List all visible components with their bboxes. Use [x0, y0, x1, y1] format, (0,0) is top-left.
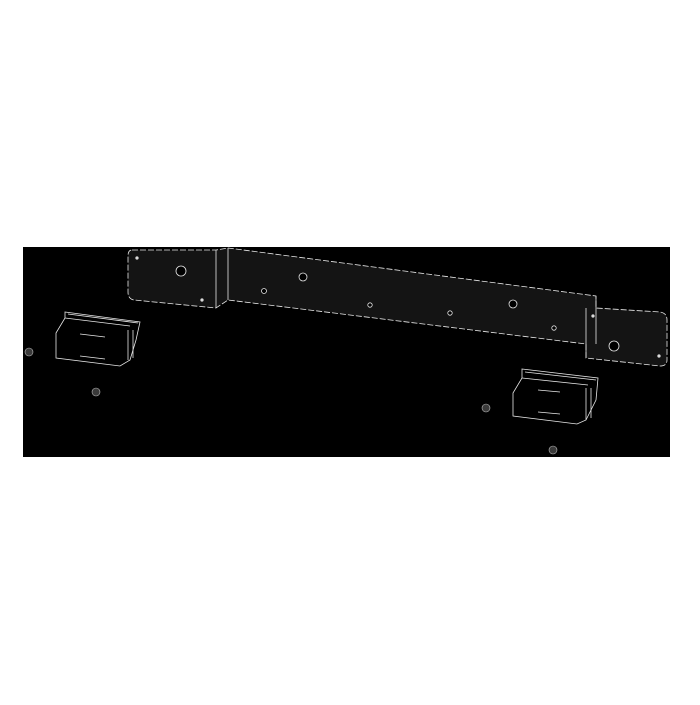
long-bracket-bar	[127, 247, 668, 367]
clip-right	[512, 368, 599, 425]
bracket-holes	[135, 256, 661, 358]
screws	[24, 347, 558, 455]
screw-icon	[91, 387, 101, 397]
screw-icon	[548, 445, 558, 455]
clip-left	[55, 311, 141, 367]
screw-icon	[24, 347, 34, 357]
screw-icon	[481, 403, 491, 413]
